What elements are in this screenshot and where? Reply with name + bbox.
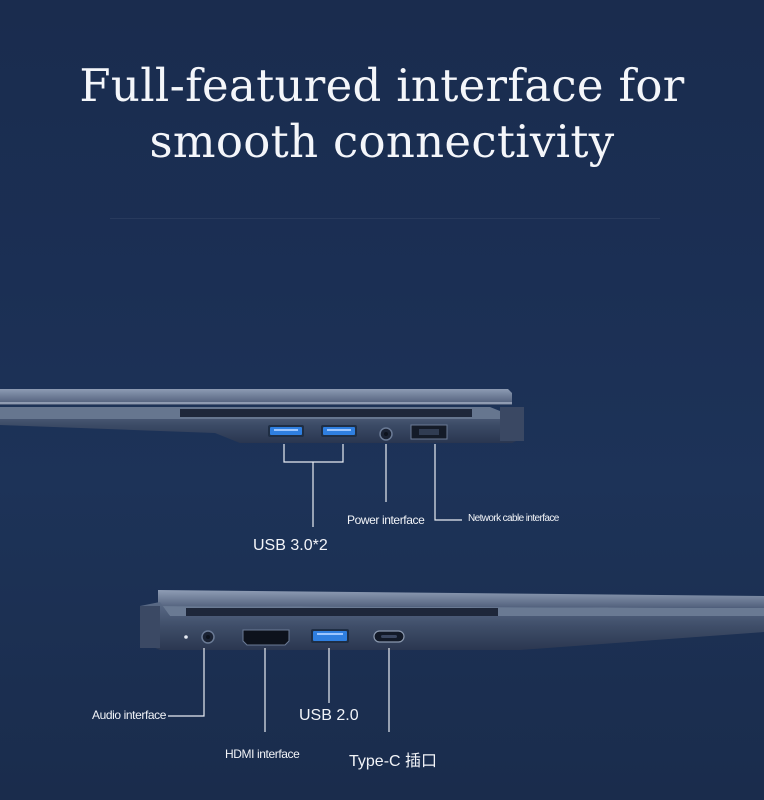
laptop-right-side bbox=[0, 385, 524, 455]
usb-3-port-2 bbox=[321, 425, 357, 437]
laptop-left-side bbox=[140, 588, 764, 660]
hdmi-port bbox=[242, 629, 290, 646]
type-c-label: Type-C 插口 bbox=[349, 753, 438, 770]
network-label: Network cable interface bbox=[468, 513, 559, 524]
audio-port bbox=[201, 630, 215, 644]
network-leader bbox=[434, 444, 462, 521]
headline-line-1: Full-featured interface for bbox=[79, 59, 685, 112]
headline-line-2: smooth connectivity bbox=[149, 115, 615, 168]
audio-label: Audio interface bbox=[92, 708, 167, 722]
power-label: Power interface bbox=[347, 513, 425, 527]
hdmi-label: HDMI interface bbox=[225, 747, 300, 761]
power-port bbox=[379, 427, 393, 441]
audio-leader bbox=[168, 648, 205, 717]
network-port bbox=[410, 424, 448, 440]
usb-3-label: USB 3.0*2 bbox=[253, 537, 328, 554]
type-c-port bbox=[373, 630, 405, 643]
usb-2-label: USB 2.0 bbox=[299, 707, 359, 724]
headline: Full-featured interface for smooth conne… bbox=[0, 58, 764, 170]
divider bbox=[110, 218, 660, 219]
usb-3-port-1 bbox=[268, 425, 304, 437]
usb-2-port bbox=[311, 629, 349, 643]
power-led-indicator bbox=[184, 635, 188, 639]
